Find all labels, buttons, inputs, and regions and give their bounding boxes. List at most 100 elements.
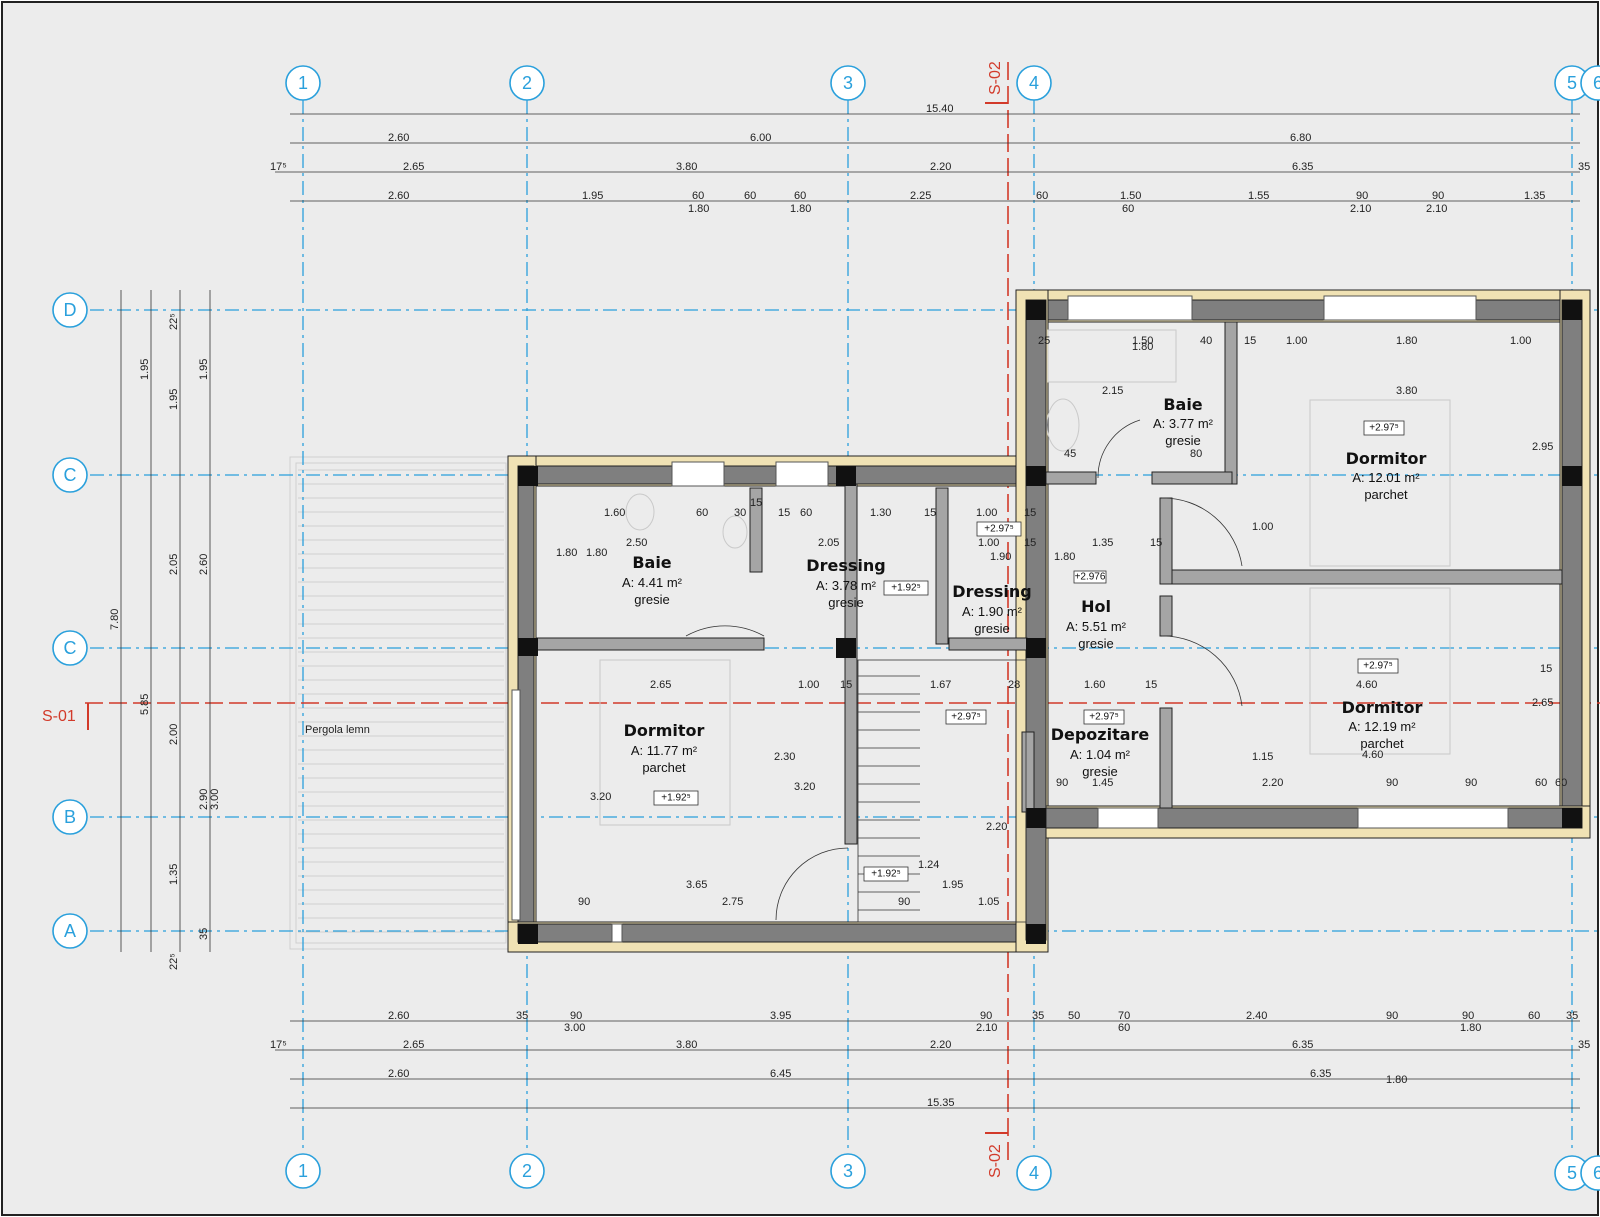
svg-text:3: 3 <box>843 73 853 93</box>
dim-top-r2-1: 6.00 <box>750 132 771 144</box>
svg-text:A: 4.41 m²: A: 4.41 m² <box>622 575 683 590</box>
interior-dim-label: 28 <box>1008 679 1020 691</box>
svg-text:B: B <box>64 807 76 827</box>
svg-text:gresie: gresie <box>974 621 1009 636</box>
dim-top-r4-1: 1.95 <box>582 190 603 202</box>
dim-bot-r1-2: 90 <box>570 1010 582 1022</box>
interior-dim-label: 2.20 <box>1262 777 1283 789</box>
axis-bubble-col-4-top: 4 <box>1016 65 1052 101</box>
svg-text:Dormitor: Dormitor <box>1342 698 1423 717</box>
dim-bot-r1-11: 2.40 <box>1246 1010 1267 1022</box>
svg-text:A: 5.51 m²: A: 5.51 m² <box>1066 619 1127 634</box>
level-marker-6: +2.97⁵ <box>1083 709 1125 725</box>
interior-dim-label: 15 <box>1024 537 1036 549</box>
interior-dim-label: 90 <box>578 896 590 908</box>
svg-text:A: 3.78 m²: A: 3.78 m² <box>816 578 877 593</box>
svg-text:Dormitor: Dormitor <box>1346 449 1427 468</box>
dim-top-overall: 15.40 <box>926 103 954 115</box>
interior-dim-label: 1.80 <box>556 547 577 559</box>
svg-text:+2.97⁵: +2.97⁵ <box>1363 661 1392 672</box>
svg-text:gresie: gresie <box>1165 433 1200 448</box>
axis-bubble-col-2-top: 2 <box>509 65 545 101</box>
dim-left-mid-5: 22⁵ <box>168 953 180 970</box>
building-walls <box>507 289 1591 953</box>
axis-bubble-col-6-bottom: 6 <box>1580 1155 1600 1191</box>
doors <box>685 419 1243 921</box>
level-marker-9: +2.976 <box>1073 570 1107 584</box>
interior-dim-label: 1.80 <box>586 547 607 559</box>
svg-text:+2.97⁵: +2.97⁵ <box>984 524 1013 535</box>
dim-top-r4-8: 60 <box>1036 190 1048 202</box>
interior-dim-label: 2.15 <box>1102 385 1123 397</box>
svg-text:Baie: Baie <box>632 553 671 572</box>
dim-left-inner-2: 2.90 <box>198 789 210 810</box>
interior-dim-label: 15 <box>1145 679 1157 691</box>
svg-text:A: A <box>64 921 76 941</box>
axis-bubble-row-d: D <box>52 292 88 328</box>
interior-dim-label: 15 <box>1540 663 1552 675</box>
dim-top-r2-0: 2.60 <box>388 132 409 144</box>
svg-text:D: D <box>64 300 77 320</box>
svg-text:+2.976: +2.976 <box>1075 572 1106 583</box>
interior-dim-label: 60 <box>1555 777 1567 789</box>
dim-left-inner-0: 1.95 <box>198 359 210 380</box>
dim-bot-r1-0: 2.60 <box>388 1010 409 1022</box>
svg-text:gresie: gresie <box>634 592 669 607</box>
axis-bubble-col-3-top: 3 <box>830 65 866 101</box>
svg-text:+1.92⁵: +1.92⁵ <box>891 583 920 594</box>
dim-left-outer-0: 1.95 <box>139 359 151 380</box>
room-dressing-2: Dressing A: 1.90 m² gresie <box>952 582 1031 636</box>
svg-text:gresie: gresie <box>1078 636 1113 651</box>
svg-text:5: 5 <box>1567 73 1577 93</box>
dim-left-inner-1: 2.60 <box>198 554 210 575</box>
svg-text:4: 4 <box>1029 1163 1039 1183</box>
room-hol: Hol A: 5.51 m² gresie <box>1066 597 1127 651</box>
svg-text:+1.92⁵: +1.92⁵ <box>661 793 690 804</box>
dim-bot-r2-5: 35 <box>1578 1039 1590 1051</box>
dim-left-outer-1: 5.85 <box>139 694 151 715</box>
dim-bot-r3-2: 6.35 <box>1310 1068 1331 1080</box>
left-dimension-chains: 7.80 1.95 5.85 22⁵ 1.95 2.05 2.00 1.35 2… <box>109 290 221 970</box>
dim-left-mid-3: 2.00 <box>168 724 180 745</box>
room-dormitor-1: Dormitor A: 11.77 m² parchet <box>624 721 705 775</box>
dim-bot-r1-9: 70 <box>1118 1010 1130 1022</box>
dim-top-r4-9: 1.50 <box>1120 190 1141 202</box>
interior-dim-label: 30 <box>734 507 746 519</box>
dim-left-mid-0: 22⁵ <box>168 313 180 330</box>
interior-dim-label: 1.45 <box>1092 777 1113 789</box>
dim-top-r3-1: 2.65 <box>403 161 424 173</box>
dim-bot-r2-3: 2.20 <box>930 1039 951 1051</box>
interior-dim-label: 15 <box>840 679 852 691</box>
svg-text:4: 4 <box>1029 73 1039 93</box>
svg-text:A: 3.77 m²: A: 3.77 m² <box>1153 416 1214 431</box>
dim-top-r4-16: 1.35 <box>1524 190 1545 202</box>
interior-dim-label: 1.00 <box>1510 335 1531 347</box>
interior-dim-label: 4.60 <box>1362 749 1383 761</box>
dim-bot-r1-13: 90 <box>1462 1010 1474 1022</box>
interior-dim-label: 4.60 <box>1356 679 1377 691</box>
interior-dim-label: 2.65 <box>650 679 671 691</box>
svg-text:C: C <box>64 465 77 485</box>
svg-text:Dressing: Dressing <box>806 556 885 575</box>
interior-dim-label: 2.05 <box>818 537 839 549</box>
svg-text:+2.97⁵: +2.97⁵ <box>1369 423 1398 434</box>
svg-text:1: 1 <box>298 1161 308 1181</box>
dim-top-r4-2: 60 <box>692 190 704 202</box>
svg-text:1: 1 <box>298 73 308 93</box>
furniture <box>599 329 1451 826</box>
room-baie-2: Baie A: 3.77 m² gresie <box>1153 395 1214 448</box>
dim-bot-r1-15: 60 <box>1528 1010 1540 1022</box>
svg-text:C: C <box>64 638 77 658</box>
dim-top-r4-11: 1.55 <box>1248 190 1269 202</box>
interior-dim-label: 1.80 <box>1396 335 1417 347</box>
svg-text:A: 1.04 m²: A: 1.04 m² <box>1070 747 1131 762</box>
dim-top-r3-0: 17⁵ <box>270 161 287 173</box>
interior-dim-label: 2.20 <box>986 821 1007 833</box>
interior-dim-label: 1.95 <box>942 879 963 891</box>
interior-dim-label: 45 <box>1064 448 1076 460</box>
interior-dim-label: 2.50 <box>626 537 647 549</box>
room-baie-1: Baie A: 4.41 m² gresie <box>622 553 683 607</box>
dim-top-r3-4: 6.35 <box>1292 161 1313 173</box>
level-marker-3: +1.92⁵ <box>863 866 909 882</box>
